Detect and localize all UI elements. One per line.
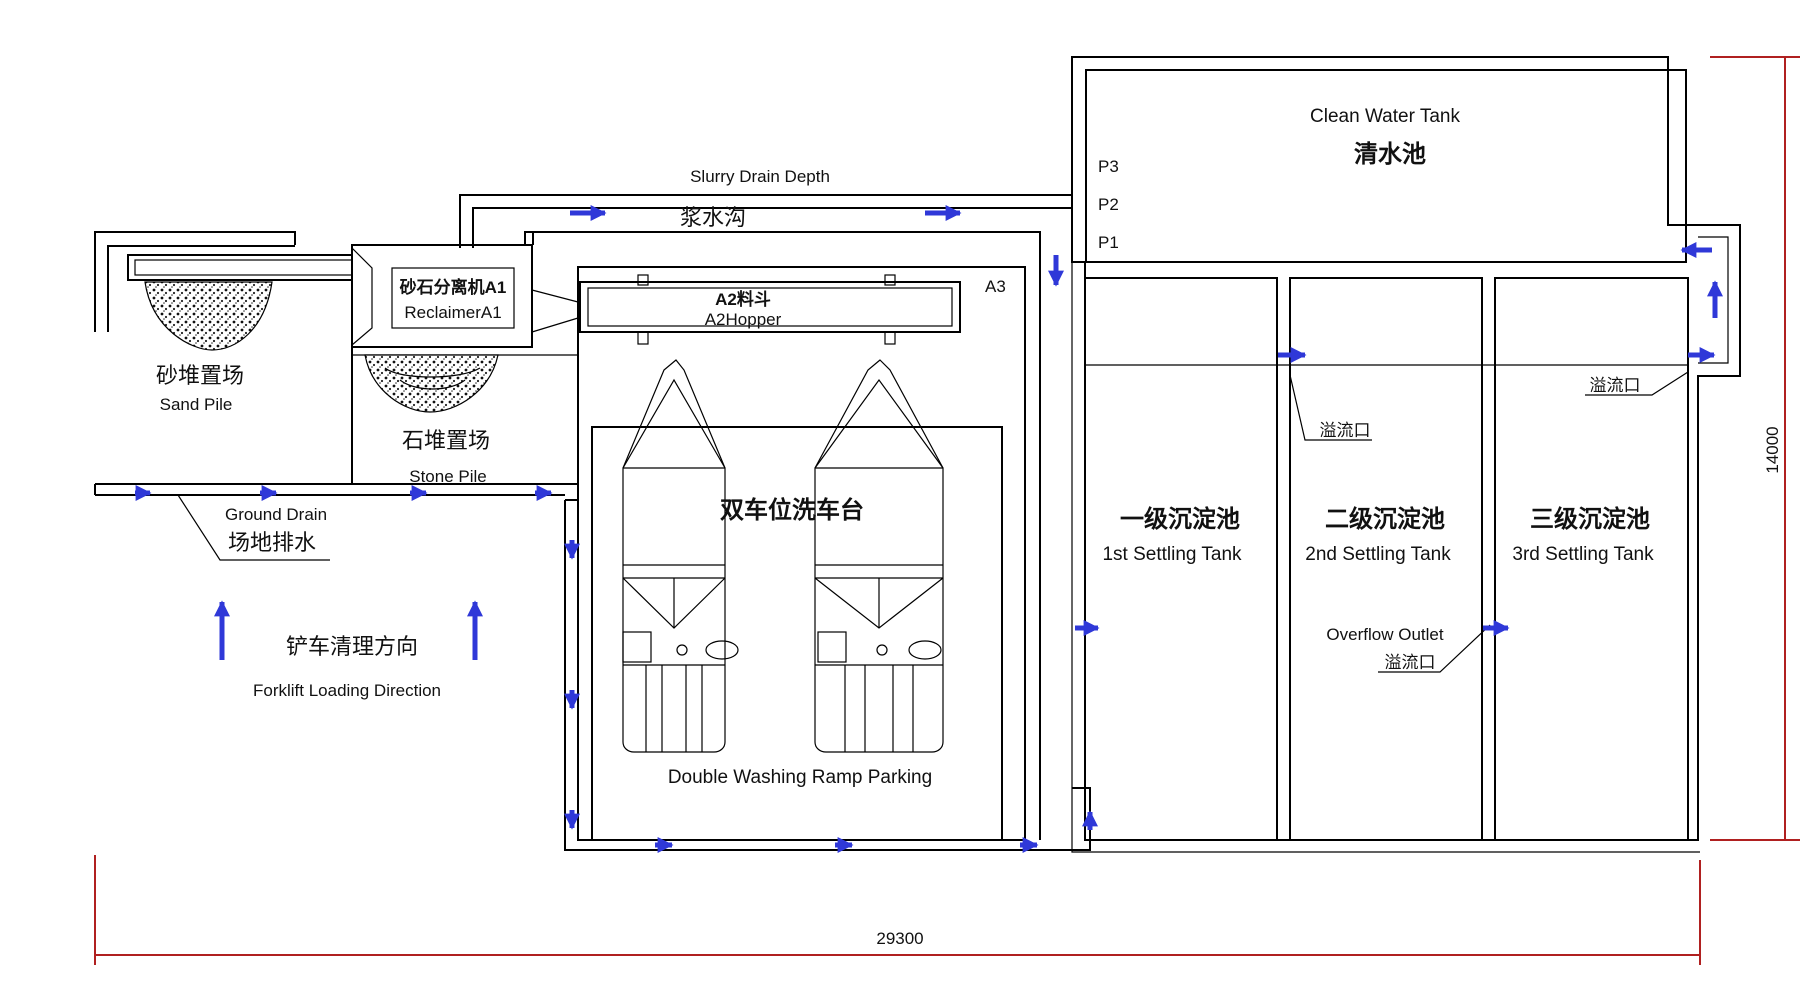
hopper-label-cn: A2料斗 bbox=[715, 289, 771, 309]
overflow-outlet-label-cn-2: 溢流口 bbox=[1385, 653, 1436, 672]
overflow-outlet-label-en: Overflow Outlet bbox=[1326, 625, 1443, 644]
pump-level-p2: P2 bbox=[1098, 195, 1119, 214]
hopper-label-en: A2Hopper bbox=[705, 310, 782, 329]
sand-pile-label-en: Sand Pile bbox=[160, 395, 233, 414]
clean-water-label-cn: 清水池 bbox=[1354, 141, 1426, 168]
dimension-width-label: 29300 bbox=[876, 929, 923, 948]
settling-tank-1-label-en: 1st Settling Tank bbox=[1102, 544, 1242, 565]
slurry-drain-label-en: Slurry Drain Depth bbox=[690, 167, 830, 186]
reclaimer-label-en: ReclaimerA1 bbox=[404, 303, 501, 322]
forklift-direction-label-cn: 铲车清理方向 bbox=[286, 634, 418, 659]
stone-pile-label-en: Stone Pile bbox=[409, 467, 487, 486]
clean-water-tank bbox=[1071, 56, 1741, 841]
stone-pile bbox=[364, 354, 499, 413]
settling-tanks bbox=[1071, 262, 1700, 853]
overflow-leaders bbox=[177, 371, 1689, 673]
pump-level-p3: P3 bbox=[1098, 157, 1119, 176]
flow-arrows bbox=[135, 204, 1724, 854]
overflow-outlet-label-cn-1: 溢流口 bbox=[1320, 421, 1371, 440]
sand-pile bbox=[94, 231, 353, 351]
clean-water-label-en: Clean Water Tank bbox=[1310, 106, 1460, 127]
sand-pile-label-cn: 砂堆置场 bbox=[156, 363, 244, 388]
washing-ramp-area bbox=[564, 266, 1091, 851]
settling-tank-3-label-cn: 三级沉淀池 bbox=[1530, 505, 1650, 533]
stone-pile-label-cn: 石堆置场 bbox=[402, 428, 490, 453]
reclaimer-label-cn: 砂石分离机A1 bbox=[400, 277, 507, 297]
ground-drain bbox=[94, 483, 578, 496]
ground-drain-label-en: Ground Drain bbox=[225, 505, 327, 524]
overflow-outlet-label-cn-3: 溢流口 bbox=[1590, 376, 1641, 395]
reclaimer-a1 bbox=[351, 244, 579, 484]
ground-drain-label-cn: 场地排水 bbox=[228, 530, 316, 555]
text-labels: Clean Water Tank 清水池 P3 P2 P1 Slurry Dra… bbox=[156, 106, 1782, 948]
dimension-lines bbox=[94, 56, 1800, 965]
washing-ramp-label-cn: 双车位洗车台 bbox=[720, 496, 864, 524]
settling-tank-3-label-en: 3rd Settling Tank bbox=[1512, 544, 1654, 565]
settling-tank-2-label-cn: 二级沉淀池 bbox=[1325, 505, 1445, 533]
mixer-truck-right bbox=[814, 359, 944, 753]
slurry-drain-label-cn: 浆水沟 bbox=[680, 205, 746, 230]
mixer-truck-left bbox=[622, 359, 739, 753]
settling-tank-1-label-cn: 一级沉淀池 bbox=[1120, 505, 1240, 533]
dimension-height-label: 14000 bbox=[1763, 426, 1782, 473]
slurry-drain bbox=[459, 194, 1072, 840]
washing-ramp-label-en: Double Washing Ramp Parking bbox=[668, 767, 932, 788]
area-a3-label: A3 bbox=[985, 277, 1006, 296]
hopper-a2 bbox=[579, 274, 961, 345]
forklift-direction-label-en: Forklift Loading Direction bbox=[253, 681, 441, 700]
pump-level-p1: P1 bbox=[1098, 233, 1119, 252]
settling-tank-2-label-en: 2nd Settling Tank bbox=[1305, 544, 1451, 565]
